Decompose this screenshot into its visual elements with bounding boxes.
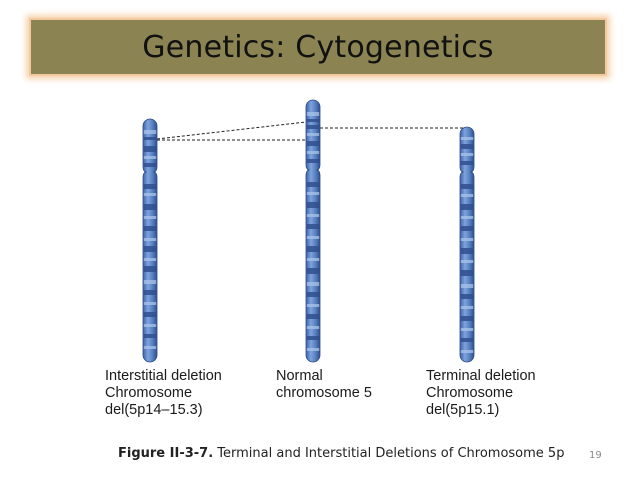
chromosome-band [143,216,157,219]
label-terminal-deletion: Terminal deletion Chromosome del(5p15.1) [426,368,536,419]
chromosome-band [143,146,157,152]
label-interstitial-deletion: Interstitial deletion Chromosome del(5p1… [105,368,222,419]
label-line: del(5p15.1) [426,402,500,418]
chromosome-band [306,214,320,217]
label-line: Chromosome [426,385,514,401]
chromosome-band [306,202,320,208]
chromosome-band [306,282,320,286]
chromosome-band [306,224,320,229]
chromosome-band [143,346,157,349]
chromosome-band [460,328,474,331]
chromosome-band [306,314,320,319]
title-bar: Genetics: Cytogenetics [29,18,607,76]
chromosome-band [306,182,320,187]
chromosome-band [460,161,474,165]
chromosome-band [143,290,157,295]
chromosome-band [143,280,157,284]
chromosome-band [460,238,474,241]
chromosome-band [143,193,157,196]
chromosome-band [143,246,157,252]
label-normal-chromosome: Normal chromosome 5 [276,368,372,402]
chromosome-band [306,326,320,329]
chromosome-band [143,238,157,241]
chromosome-band [460,226,474,231]
chromosome-band [143,226,157,231]
chromosome-band [306,125,320,129]
chromosome-band [306,133,320,136]
chromosome-band [460,294,474,299]
deletion-connectors [156,121,466,141]
chromosome-band [460,338,474,342]
figure-label: Figure II-3-7. [118,446,214,461]
chromosome-band [460,184,474,189]
label-line: del(5p14–15.3) [105,402,203,418]
chromosome-band [460,284,474,288]
chromosome-band [143,266,157,272]
label-line: chromosome 5 [276,385,372,401]
chromosome-band [460,144,474,149]
connector-line [156,121,307,140]
label-line: Normal [276,368,323,384]
chromosome-band [306,258,320,261]
chromosome-band [306,119,320,122]
label-line: Terminal deletion [426,368,536,384]
chromosome-band [306,246,320,252]
label-line: Interstitial deletion [105,368,222,384]
chromosome-band [306,304,320,307]
chromosome-band [460,216,474,219]
chromosome-band [460,194,474,197]
chromosome-band [460,248,474,254]
chromosome-band [460,260,474,263]
chromosome-band [460,350,474,353]
chromosome-normal-5 [305,99,321,363]
chromosome-band [143,163,157,167]
chromosome-band [460,137,474,140]
chromosome-band [306,236,320,239]
chromosome-band [143,130,157,134]
page-number: 19 [589,450,602,461]
chromosome-band [306,292,320,297]
chromosome-band [143,184,157,189]
figure-caption-text: Terminal and Interstitial Deletions of C… [217,446,565,461]
figure-caption: Figure II-3-7. Terminal and Interstitial… [118,446,564,461]
label-line: Chromosome [105,385,193,401]
slide-title: Genetics: Cytogenetics [142,29,494,65]
chromosome-band [143,137,157,140]
chromosome-band [143,204,157,210]
chromosome-band [143,334,157,338]
chromosome-interstitial-deletion [142,118,158,363]
chromosome-band [143,312,157,317]
chromosome-band [306,348,320,351]
chromosome-body [305,99,321,363]
chromosome-band [143,258,157,261]
chromosome-band [306,159,320,163]
chromosome-band [460,270,474,276]
chromosome-terminal-deletion [459,126,475,363]
chromosome-band [460,204,474,210]
chromosome-band [460,306,474,309]
chromosome-band [460,316,474,321]
chromosome-band [306,192,320,195]
chromosome-band [306,141,320,146]
chromosome-band [306,336,320,340]
chromosome-band [306,151,320,154]
chromosome-band [143,302,157,305]
chromosome-band [143,156,157,159]
chromosome-band [306,268,320,274]
chromosome-band [143,324,157,327]
chromosome-band [306,112,320,116]
chromosome-band [460,153,474,156]
